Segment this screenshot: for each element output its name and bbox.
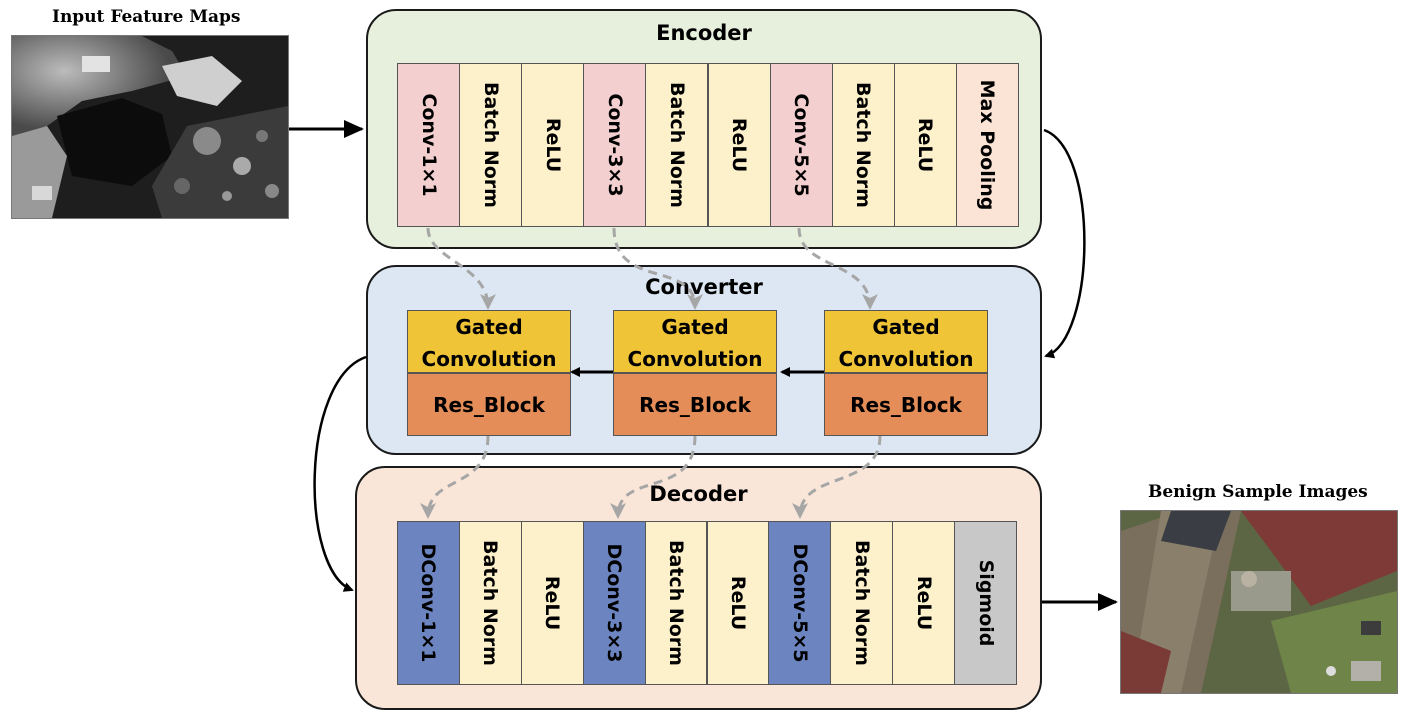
gated-convolution-label: Gated (661, 315, 729, 339)
encoder-layer-8: Batch Norm (831, 63, 895, 227)
decoder-layer-2: Batch Norm (458, 521, 522, 685)
gated-convolution-label: Gated (455, 315, 523, 339)
decoder-layer-7: DConv-5×5 (768, 521, 832, 685)
decoder-title: Decoder (649, 482, 748, 506)
decoder-layer-3: ReLU (520, 521, 584, 685)
decoder-layer-label: Sigmoid (974, 559, 997, 647)
encoder-layer-label: ReLU (914, 117, 937, 173)
encoder-layer-2: Batch Norm (459, 63, 523, 227)
encoder-layer-label: Batch Norm (852, 82, 875, 208)
encoder-layer-label: Batch Norm (479, 82, 502, 208)
decoder-layer-label: ReLU (912, 575, 935, 631)
aerial-photo-picture (1121, 511, 1397, 693)
encoder-layer-label: Batch Norm (665, 82, 688, 208)
encoder-layer-label: Max Pooling (976, 79, 999, 211)
output-title: Benign Sample Images (1148, 482, 1368, 502)
gated-convolution-label: Gated (872, 315, 940, 339)
encoder-layer-label: ReLU (728, 117, 751, 173)
decoder-layer-label: ReLU (726, 575, 749, 631)
encoder-layer-6: ReLU (707, 63, 771, 227)
decoder-layer-label: DConv-5×5 (788, 543, 811, 663)
benign-sample-image (1120, 510, 1398, 694)
encoder-to-converter-arrow (1043, 128, 1086, 359)
res-block-label: Res_Block (850, 393, 962, 417)
decoder-layer-label: Batch Norm (850, 540, 873, 666)
decoder-layer-9: ReLU (892, 521, 956, 685)
encoder-layer-10: Max Pooling (955, 63, 1019, 227)
decoder-layer-10: Sigmoid (954, 521, 1017, 685)
gated-convolution-label: Convolution (421, 347, 557, 371)
decoder-layer-1: DConv-1×1 (397, 521, 460, 685)
converter-title: Converter (645, 275, 763, 299)
encoder-layer-7: Conv-5×5 (769, 63, 833, 227)
decoder-layer-8: Batch Norm (830, 521, 894, 685)
res-block-3: Res_Block (824, 373, 988, 436)
encoder-layer-3: ReLU (521, 63, 585, 227)
encoder-layer-label: Conv-3×3 (603, 93, 626, 197)
encoder-layer-5: Batch Norm (645, 63, 709, 227)
res-block-label: Res_Block (639, 393, 751, 417)
decoder-layer-label: DConv-3×3 (603, 543, 626, 663)
input-feature-map-image (11, 35, 289, 219)
decoder-layer-4: DConv-3×3 (582, 521, 646, 685)
decoder-layer-label: Batch Norm (479, 540, 502, 666)
gated-convolution-label: Convolution (838, 347, 974, 371)
encoder-layer-label: ReLU (541, 117, 564, 173)
encoder-title: Encoder (656, 21, 752, 45)
res-block-label: Res_Block (433, 393, 545, 417)
gated-convolution-label: Convolution (627, 347, 763, 371)
encoder-layer-1: Conv-1×1 (397, 63, 461, 227)
feature-map-picture (12, 36, 288, 218)
decoder-layer-label: Batch Norm (665, 540, 688, 666)
res-block-2: Res_Block (613, 373, 777, 436)
decoder-layer-5: Batch Norm (644, 521, 708, 685)
decoder-layer-6: ReLU (706, 521, 770, 685)
input-title: Input Feature Maps (52, 7, 241, 27)
encoder-layer-label: Conv-5×5 (790, 93, 813, 197)
decoder-layer-label: DConv-1×1 (417, 543, 440, 663)
encoder-layer-9: ReLU (893, 63, 957, 227)
res-block-1: Res_Block (407, 373, 571, 436)
encoder-layer-4: Conv-3×3 (583, 63, 647, 227)
encoder-layer-label: Conv-1×1 (417, 93, 440, 197)
decoder-layer-label: ReLU (541, 575, 564, 631)
